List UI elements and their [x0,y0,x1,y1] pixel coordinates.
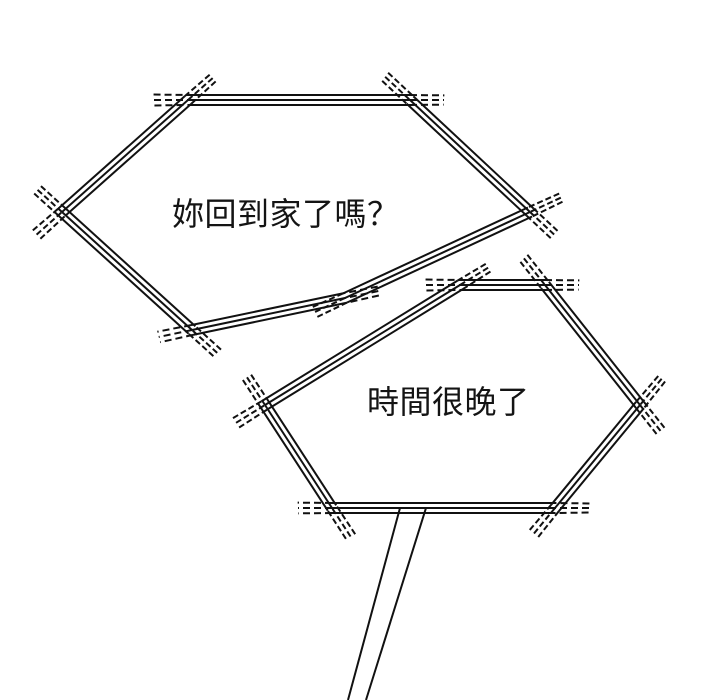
bubble-2-text: 時間很晚了 [367,383,530,421]
bubble-2-outline [232,254,667,540]
bubble-2-tail [347,507,427,700]
bubble-1-outline [32,71,563,357]
bubble-1-text: 妳回到家了嗎？ [172,195,400,233]
